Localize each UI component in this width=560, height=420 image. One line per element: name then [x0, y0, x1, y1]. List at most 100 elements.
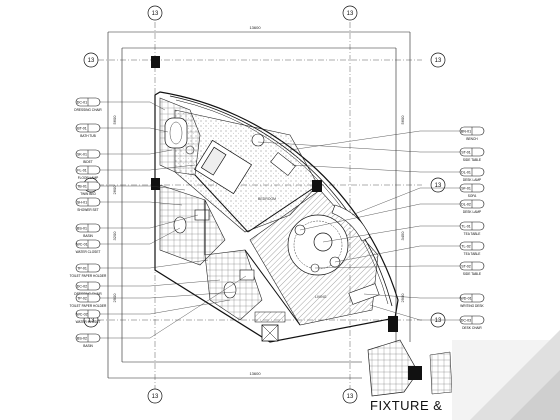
dim-left-4: 2900 [112, 293, 117, 303]
svg-text:13: 13 [347, 394, 354, 400]
tag-description: WATER CLOSET [76, 250, 101, 254]
key-plan-inset [362, 339, 453, 398]
grid-bubble-bottom-2: 13 [342, 388, 358, 404]
tag-code: SH-01 [77, 201, 87, 205]
svg-text:13: 13 [435, 183, 442, 189]
svg-text:13: 13 [88, 58, 95, 64]
water-closet [173, 216, 187, 234]
dim-right-1: 5600 [400, 115, 405, 125]
grid-bubble-left-1: 13 [83, 52, 99, 68]
tag-code: WC-02 [76, 313, 87, 317]
dim-left-1: 5600 [112, 115, 117, 125]
tag-description: SOFA [468, 194, 477, 198]
dimension-texts: 13600 13600 5600 2600 3200 2900 5600 345… [112, 25, 405, 376]
grid-bubble-top-1: 13 [147, 5, 163, 21]
tag-code: TP-01 [77, 267, 87, 271]
svg-text:13: 13 [152, 394, 159, 400]
room-label-bedroom: BEDROOM [258, 197, 276, 201]
tag-description: DESK LAMP [463, 210, 481, 214]
tag-code: SK-01 [77, 153, 87, 157]
floor-plan: BEDROOM LIVING [151, 56, 399, 343]
tag-code: TL-01 [461, 225, 470, 229]
tag-code: BS-01 [77, 227, 87, 231]
tag-description: TOILET PAPER HOLDER [70, 274, 107, 278]
tag-description: FLOOR LAMP [78, 176, 99, 180]
svg-text:13: 13 [88, 318, 95, 324]
svg-text:13: 13 [435, 318, 442, 324]
tag-description: BATH TUB [80, 134, 95, 138]
tag-description: WATER CLOSET [76, 320, 101, 324]
column-top [151, 56, 160, 68]
curved-facade [169, 95, 393, 307]
basin [194, 209, 210, 221]
corner-gradient [452, 330, 560, 420]
room-outline [154, 91, 399, 343]
tag-code: DC-01 [77, 101, 87, 105]
column-bottom [388, 316, 398, 332]
tag-code: DC-02 [77, 285, 87, 289]
grid-bubble-top-2: 13 [342, 5, 358, 21]
tag-description: TEA TABLE [464, 232, 481, 236]
tag-code: ST-02 [461, 265, 471, 269]
tag-code: TB-01 [77, 185, 87, 189]
tag-description: SHOWER SET [77, 208, 98, 212]
sofa [331, 204, 371, 242]
dim-bottom: 13600 [249, 371, 261, 376]
tag-description: DESK LAMP [463, 178, 481, 182]
tag-code: ST-01 [461, 151, 471, 155]
grid-bubble-right-1: 13 [430, 52, 446, 68]
tag-code: DL-01 [461, 171, 471, 175]
tag-code: BT-01 [77, 127, 87, 131]
bath-tub [164, 117, 188, 149]
dimension-frame [107, 31, 411, 379]
tag-code: WC-01 [76, 243, 87, 247]
tag-description: DESK CHAIR [462, 326, 482, 330]
tag-description: WRITING DESK [460, 304, 484, 308]
tag-description: TEA TABLE [464, 252, 481, 256]
tag-description: BASIN [83, 234, 93, 238]
leader-lines [100, 101, 460, 339]
grid-bubble-right-2: 13 [430, 177, 446, 193]
column-mid [151, 178, 160, 190]
tag-description: SIDE TABLE [463, 158, 481, 162]
bench [270, 152, 296, 176]
svg-text:13: 13 [152, 11, 159, 17]
dim-left-3: 3200 [112, 231, 117, 241]
tag-code: TP-02 [77, 297, 87, 301]
tag-description: TWIN BED [80, 192, 96, 196]
grid-bubble-bottom-1: 13 [147, 388, 163, 404]
tag-code: WD-01 [460, 297, 471, 301]
dim-top: 13600 [249, 25, 261, 30]
tag-code: FL-01 [77, 169, 86, 173]
side-table [251, 133, 265, 147]
tag-code: BN-01 [461, 130, 471, 134]
tag-description: BASIN [83, 344, 93, 348]
tag-description: DRESSING CHAIR [74, 108, 102, 112]
tag-description: BIDET [83, 160, 92, 164]
tag-description: TOILET PAPER HOLDER [70, 304, 107, 308]
svg-text:13: 13 [347, 11, 354, 17]
tag-code: SF-01 [461, 187, 471, 191]
dim-right-2: 3450 [400, 231, 405, 241]
tag-code: TL-02 [461, 245, 470, 249]
